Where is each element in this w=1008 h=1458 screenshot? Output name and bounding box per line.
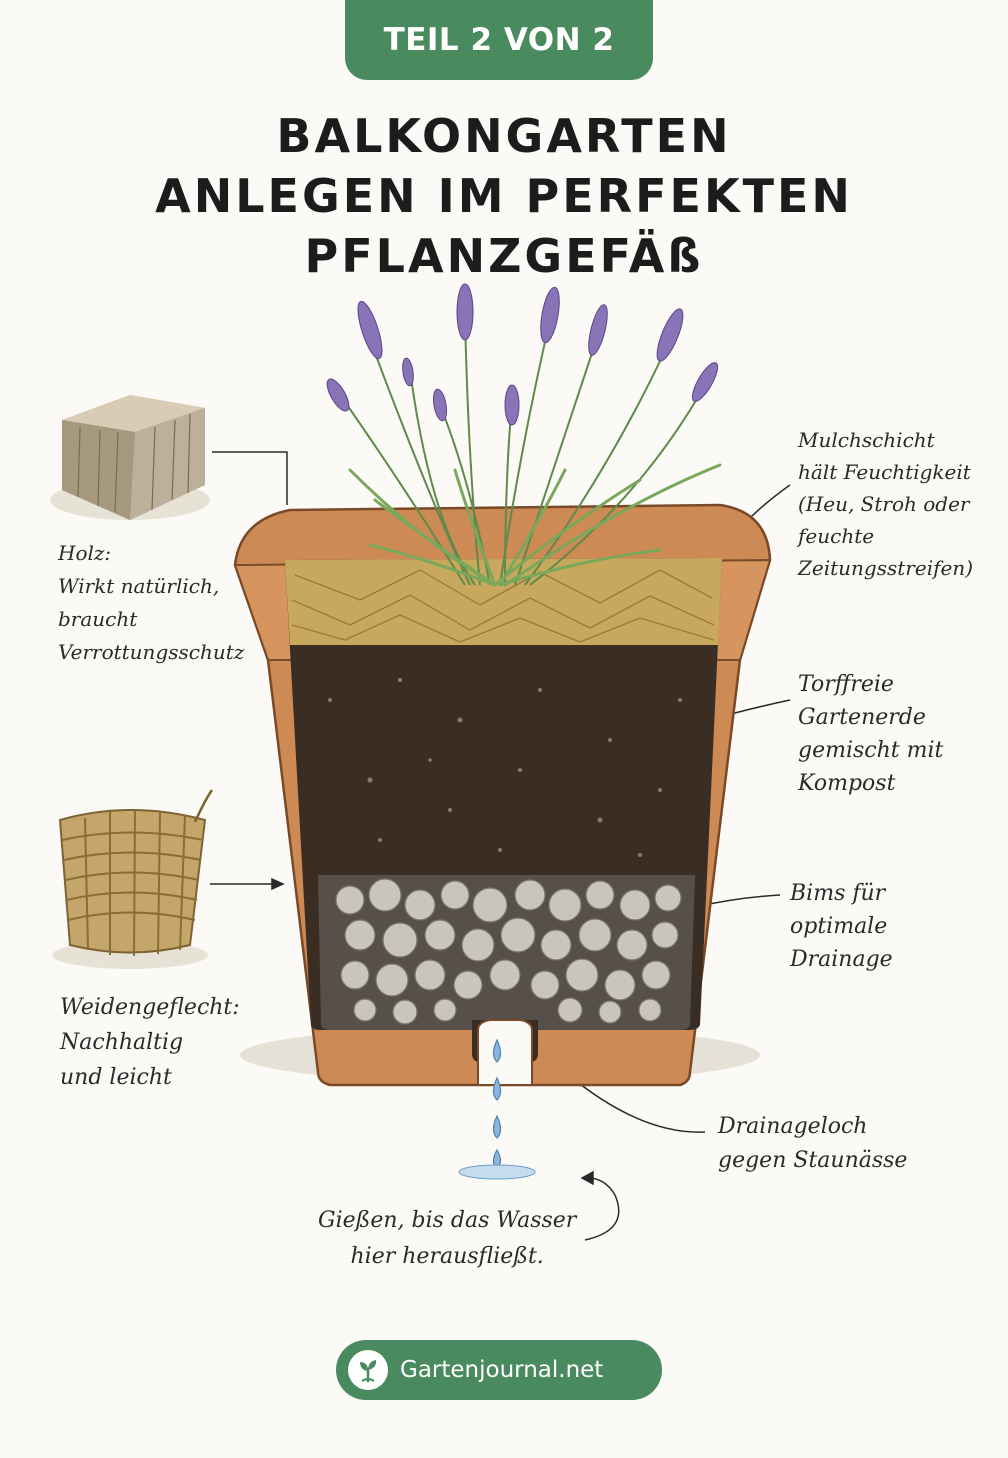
pumice-annotation-line-3: Drainage [790, 947, 893, 972]
footer-brand-badge[interactable]: Gartenjournal.net [336, 1340, 662, 1400]
soil-annotation: Torffreie Gartenerde gemischt mit Kompos… [798, 668, 943, 800]
pumice-annotation-line-2: optimale [790, 914, 888, 939]
wicker-annotation-line-1: Nachhaltig [60, 1030, 184, 1055]
wood-annotation: Holz: Wirkt natürlich, braucht Verrottun… [58, 537, 244, 669]
pumice-annotation-line-1: Bims für [790, 881, 886, 906]
footer-brand-label: Gartenjournal.net [400, 1357, 604, 1383]
water-leader [584, 1177, 620, 1241]
mulch-annotation-line-5: Zeitungsstreifen) [798, 556, 974, 580]
wood-annotation-line-3: Verrottungsschutz [58, 640, 245, 664]
drain-annotation-line-1: Drainageloch [718, 1114, 868, 1139]
title-line-1: BALKONGARTEN [276, 109, 732, 163]
mulch-annotation-line-1: Mulchschicht [798, 428, 935, 452]
mulch-annotation-line-4: feuchte [798, 524, 875, 548]
wood-leader [212, 451, 288, 505]
drain-hole [477, 1019, 533, 1086]
soil-annotation-line-1: Torffreie [798, 672, 894, 697]
wood-annotation-heading: Holz: [58, 541, 112, 565]
wood-annotation-line-2: braucht [58, 607, 138, 631]
mulch-annotation-line-3: (Heu, Stroh oder [798, 492, 970, 516]
part-badge-label: TEIL 2 VON 2 [383, 22, 615, 58]
pumice-stones [335, 878, 682, 1025]
lavender-plant [326, 283, 722, 587]
wood-block-icon [50, 395, 210, 520]
water-annotation: Gießen, bis das Wasser hier herausfließt… [318, 1203, 576, 1275]
water-drop-icon [492, 1038, 502, 1169]
water-annotation-line-1: Gießen, bis das Wasser [318, 1208, 577, 1233]
water-puddle [458, 1164, 536, 1180]
title-line-3: PFLANZGEFÄß [304, 229, 704, 283]
mulch-texture [291, 569, 715, 643]
planter-cross-section-illustration [50, 283, 791, 1241]
water-arrowhead [580, 1170, 594, 1186]
wicker-basket-icon [52, 789, 214, 969]
title-line-2: ANLEGEN IM PERFEKTEN [155, 169, 853, 223]
soil-annotation-line-3: gemischt mit [798, 738, 944, 763]
soil-specks [328, 678, 682, 857]
soil-annotation-line-2: Gartenerde [798, 705, 926, 730]
page-title: BALKONGARTEN ANLEGEN IM PERFEKTEN PFLANZ… [0, 106, 1008, 286]
mulch-annotation-line-2: hält Feuchtigkeit [798, 460, 971, 484]
drain-annotation-line-2: gegen Staunässe [718, 1148, 908, 1173]
wood-annotation-line-1: Wirkt natürlich, [58, 574, 220, 598]
water-annotation-line-2: hier herausfließt. [350, 1244, 544, 1269]
pumice-annotation: Bims für optimale Drainage [790, 877, 893, 976]
wicker-annotation-line-2: und leicht [60, 1065, 172, 1090]
wicker-arrowhead [271, 877, 285, 891]
sprout-icon [348, 1350, 388, 1390]
wicker-annotation-heading: Weidengeflecht: [60, 995, 240, 1020]
soil-annotation-line-4: Kompost [798, 771, 896, 796]
wicker-annotation: Weidengeflecht: Nachhaltig und leicht [60, 990, 240, 1095]
drain-annotation: Drainageloch gegen Staunässe [718, 1110, 907, 1178]
mulch-annotation: Mulchschicht hält Feuchtigkeit (Heu, Str… [798, 424, 973, 584]
mulch-layer [285, 558, 722, 645]
part-badge: TEIL 2 VON 2 [345, 0, 653, 80]
